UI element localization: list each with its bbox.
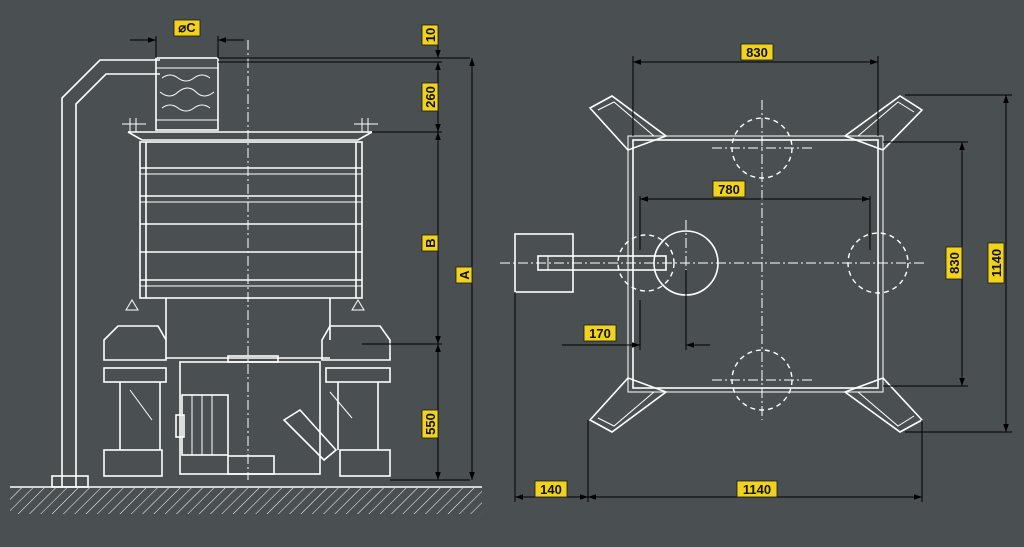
label-box	[583, 324, 617, 342]
dim-label-170: 170	[589, 326, 611, 341]
dim-label-830-top: 830	[746, 45, 768, 60]
leg-braces	[129, 389, 353, 421]
dim-label-550: 550	[423, 413, 438, 435]
drive-housing	[179, 361, 321, 475]
dim-label-1140-v: 1140	[989, 249, 1004, 277]
foot-detail	[857, 391, 915, 427]
ground-hatch	[10, 488, 482, 514]
label-box	[173, 19, 201, 37]
label-box	[945, 246, 963, 280]
corner-foot-bottom-right	[843, 377, 924, 433]
right-lower-mount	[325, 367, 391, 383]
tension-clamps	[122, 118, 378, 132]
dim-label-10: 10	[423, 28, 438, 42]
corner-foot-bottom-left	[588, 377, 668, 433]
label-box	[421, 24, 439, 46]
label-box	[421, 409, 439, 439]
motor	[181, 394, 229, 456]
dim-label-140: 140	[540, 482, 562, 497]
corner-foot-top-right	[843, 95, 924, 151]
label-box	[740, 43, 774, 61]
base-legs	[119, 382, 379, 450]
dim-label-830-side: 830	[947, 252, 962, 274]
label-box	[534, 480, 568, 498]
dim-label-diameter: ⌀C	[178, 20, 196, 35]
motor-fins	[191, 395, 213, 455]
label-box	[712, 180, 746, 198]
label-box	[455, 266, 473, 284]
inlet-pipe	[61, 59, 160, 487]
frame-outline	[627, 135, 884, 393]
side-view: ⌀C 10 260 B 550 A	[10, 19, 482, 514]
label-box	[421, 234, 439, 252]
right-buffer	[321, 325, 391, 361]
foot-detail	[857, 101, 915, 137]
center-plate	[227, 355, 279, 363]
plan-view: 830 780 170 830 1140	[500, 43, 1012, 502]
frame-square	[632, 139, 879, 389]
left-buffer	[103, 325, 167, 361]
inlet-pipe-inner	[75, 73, 160, 487]
dim-label-780: 780	[718, 182, 740, 197]
dim-label-a: A	[457, 270, 472, 280]
corner-foot-top-left	[588, 95, 668, 151]
label-box	[421, 82, 439, 112]
label-box	[736, 480, 778, 498]
foot-detail	[597, 391, 655, 427]
foot-detail	[597, 101, 655, 137]
flexible-sleeve	[155, 57, 219, 131]
right-foot	[339, 449, 391, 477]
pipe-foot	[51, 475, 89, 488]
buffer-bolts	[125, 299, 365, 311]
dim-label-b: B	[423, 238, 438, 247]
label-box	[987, 242, 1005, 284]
top-cover	[127, 131, 373, 141]
sieve-stack	[139, 141, 363, 299]
motor-base	[227, 455, 275, 475]
hidden-circle-left	[617, 234, 675, 292]
dim-label-1140-h: 1140	[743, 482, 771, 497]
left-lower-mount	[103, 367, 167, 383]
dim-label-260: 260	[423, 86, 438, 108]
sleeve-folds	[156, 67, 218, 121]
discharge-spout	[282, 408, 338, 462]
left-foot	[103, 449, 163, 477]
